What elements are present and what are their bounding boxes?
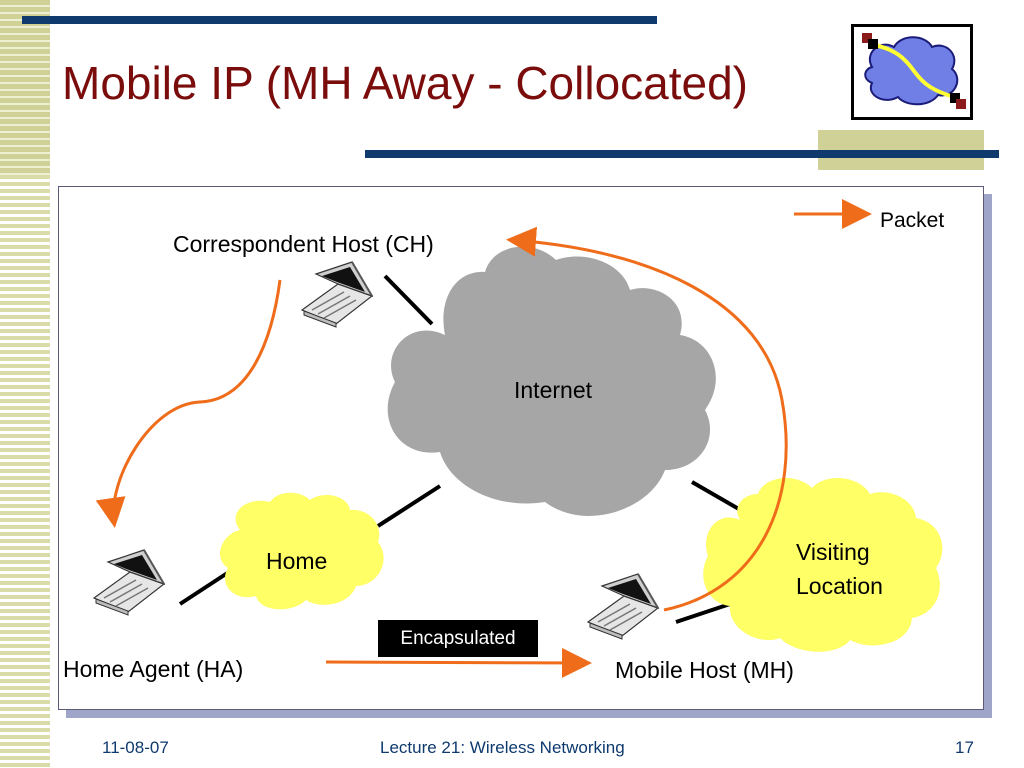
top-accent-bar <box>22 16 657 24</box>
ch-laptop-icon <box>301 261 373 328</box>
mh-laptop-icon <box>587 573 659 640</box>
link-ch-internet <box>383 274 434 326</box>
network-cloud-logo-icon <box>862 33 966 109</box>
packet-arrow-mh-to-ch <box>506 226 788 612</box>
footer-date: 11-08-07 <box>102 738 169 757</box>
visiting-label-line1: Visiting <box>796 539 870 565</box>
footer-lecture-title: Lecture 21: Wireless Networking <box>380 738 625 757</box>
home-label: Home <box>266 548 327 574</box>
packet-arrow-ch-to-ha <box>95 279 282 528</box>
legend-packet-label: Packet <box>880 209 944 232</box>
logo-box <box>851 24 973 120</box>
link-home-ha <box>178 568 234 606</box>
slide-title: Mobile IP (MH Away - Collocated) <box>62 57 749 109</box>
link-visiting-mh <box>675 602 731 624</box>
home-cloud <box>219 492 384 610</box>
packet-arrow-ha-to-mh <box>325 647 592 678</box>
visiting-label-line2: Location <box>796 573 883 599</box>
mh-label: Mobile Host (MH) <box>615 657 794 683</box>
ha-laptop-icon <box>93 549 165 616</box>
link-internet-home <box>376 484 442 528</box>
visiting-cloud <box>703 477 943 652</box>
title-accent-bar <box>365 150 999 158</box>
encapsulated-badge: Encapsulated <box>378 620 538 657</box>
ch-label: Correspondent Host (CH) <box>173 231 434 257</box>
link-internet-visiting <box>691 480 745 514</box>
internet-cloud <box>387 246 716 516</box>
footer-page-number: 17 <box>955 738 974 757</box>
internet-label: Internet <box>514 377 593 403</box>
ha-label: Home Agent (HA) <box>63 656 243 682</box>
left-stripe-block <box>0 0 50 175</box>
